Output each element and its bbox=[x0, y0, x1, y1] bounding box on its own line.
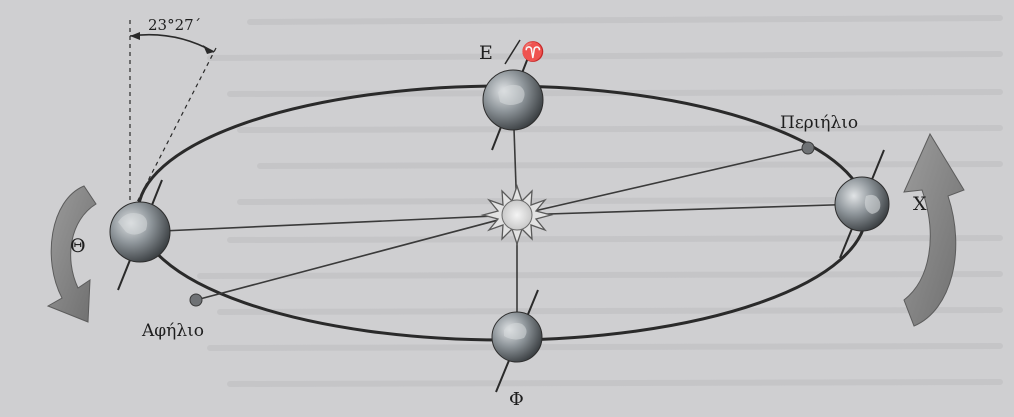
right-rotation-arrow-icon bbox=[903, 132, 965, 327]
perihelion-dot bbox=[801, 141, 815, 155]
aphelion-label: Αφήλιο bbox=[141, 321, 204, 341]
left-position-label: Θ bbox=[70, 235, 86, 257]
planet-top bbox=[482, 49, 544, 151]
sun-icon bbox=[480, 183, 554, 247]
left-rotation-arrow-icon bbox=[46, 185, 97, 323]
planet-bottom bbox=[491, 289, 543, 393]
perihelion-label: Περιήλιο bbox=[780, 113, 858, 133]
planet-right bbox=[834, 149, 890, 259]
right-position-label: Χ bbox=[913, 193, 927, 215]
aries-symbol-label: ♈ bbox=[521, 40, 545, 63]
aphelion-dot bbox=[189, 293, 203, 307]
tilt-angle-label: 23°27΄ bbox=[148, 16, 201, 34]
bottom-position-label: Φ bbox=[509, 389, 524, 410]
planet-left bbox=[109, 179, 171, 291]
equinox-top-label: Ε bbox=[479, 42, 493, 64]
background-text-texture bbox=[197, 15, 1003, 387]
tilt-indicator bbox=[129, 20, 217, 211]
equinox-slash bbox=[504, 39, 521, 65]
